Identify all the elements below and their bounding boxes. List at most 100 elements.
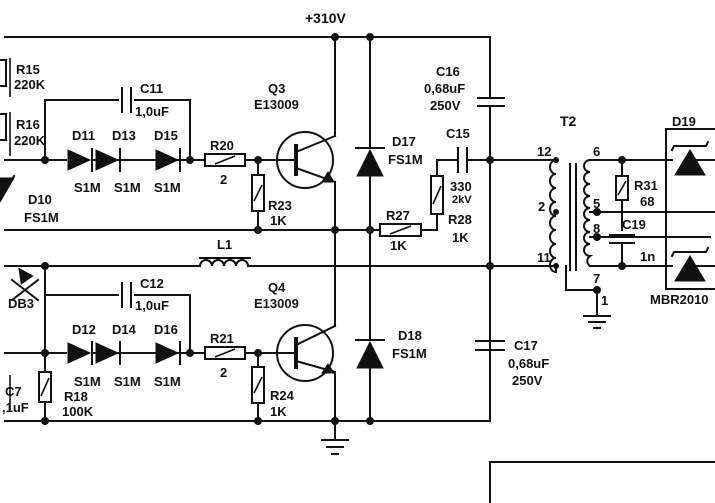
label-r27-value: 1K [390,238,407,253]
label-l1-ref: L1 [217,237,232,252]
label-d14-value: S1M [114,374,141,389]
label-d13-value: S1M [114,180,141,195]
label-d12-value: S1M [74,374,101,389]
capacitor-c16 [477,97,505,107]
label-c12-value: 1,0uF [135,298,169,313]
transistor-q4 [271,324,337,382]
capacitor-c11 [121,86,132,114]
label-t2-pin-12: 12 [537,144,551,159]
label-c7-ref: C7 [5,384,22,399]
label-r31-value: 68 [640,194,654,209]
label-r28-value: 1K [452,230,469,245]
label-d17-ref: D17 [392,134,416,149]
label-r24-ref: R24 [270,388,295,403]
diode-d17 [355,147,385,177]
label-r18-value: 100K [62,404,94,419]
label-r21-value: 2 [220,365,227,380]
resistor-r18 [38,371,52,403]
label-d13-ref: D13 [112,128,136,143]
supply-label: +310V [305,10,347,26]
label-db3-ref: DB3 [8,296,34,311]
capacitor-c12 [121,281,132,309]
resistor-r21 [204,346,246,360]
label-c15-value: 330 [450,179,472,194]
label-d17-value: FS1M [388,152,423,167]
label-c7-value: ,1uF [2,400,29,415]
label-d15-value: S1M [154,180,181,195]
diode-d10-partial [0,174,16,203]
label-r28-ref: R28 [448,212,472,227]
label-r23-ref: R23 [268,198,292,213]
resistor-r20 [204,153,246,167]
diode-d11 [67,148,93,172]
label-c17-voltage: 250V [512,373,543,388]
label-c12-ref: C12 [140,276,164,291]
capacitor-c17 [475,340,505,351]
label-r15-ref: R15 [16,62,40,77]
wires [4,36,715,503]
label-d11-value: S1M [74,180,101,195]
junction-dots [41,33,626,425]
label-q4-value: E13009 [254,296,299,311]
label-d12-ref: D12 [72,322,96,337]
ground-symbol-secondary [583,315,611,329]
label-q3-ref: Q3 [268,81,285,96]
label-d11-ref: D11 [72,128,95,143]
label-d16-value: S1M [154,374,181,389]
diac-db3 [4,265,46,302]
label-d18-ref: D18 [398,328,422,343]
label-d18-value: FS1M [392,346,427,361]
capacitor-c19 [609,234,635,244]
label-q3-value: E13009 [254,97,299,112]
diode-d18 [355,339,385,369]
label-r20-ref: R20 [210,138,234,153]
label-t2-pin-8: 8 [593,221,600,236]
transistor-q3 [271,131,337,189]
diode-d12 [67,341,93,365]
label-c11-value: 1,0uF [135,104,169,119]
label-d16-ref: D16 [154,322,178,337]
label-r16-value: 220K [14,133,46,148]
label-q4-ref: Q4 [268,280,286,295]
resistor-r31 [615,175,629,201]
label-c19-ref: C19 [622,217,646,232]
label-r18-ref: R18 [64,389,88,404]
ground-symbol-main [321,439,349,455]
label-d10-ref: D10 [28,192,52,207]
label-r23-value: 1K [270,213,287,228]
label-c17-value: 0,68uF [508,356,549,371]
resistor-r24 [251,366,265,404]
diode-d15 [119,148,187,172]
label-r15-value: 220K [14,77,46,92]
label-t2-pin-6: 6 [593,144,600,159]
label-t2-pin-5: 5 [593,196,600,211]
label-c16-voltage: 250V [430,98,461,113]
label-c16-ref: C16 [436,64,460,79]
label-d15-ref: D15 [154,128,178,143]
transformer-t2 [549,157,594,274]
label-c15-ref: C15 [446,126,470,141]
label-d10-value: FS1M [24,210,59,225]
label-c17-ref: C17 [514,338,538,353]
resistor-r23 [251,174,265,212]
label-c16-value: 0,68uF [424,81,465,96]
resistor-r28 [430,175,444,215]
diode-d16 [119,341,187,365]
label-d19-ref: D19 [672,114,696,129]
capacitor-c15 [457,146,468,174]
label-c15-voltage: 2kV [452,194,472,206]
label-t2-ref: T2 [560,113,577,129]
labels: +310V R15 220K R16 220K C11 1,0uF D11 S1… [2,10,709,419]
inductor-l1 [198,257,251,268]
label-r16-ref: R16 [16,117,40,132]
resistor-r16-partial [0,113,7,141]
label-r20-value: 2 [220,172,227,187]
label-t2-pin-11: 11 [537,250,551,265]
resistor-r27 [379,223,422,237]
resistor-r15-partial [0,59,7,87]
label-c11-ref: C11 [140,81,163,96]
label-r31-ref: R31 [634,178,658,193]
label-t2-pin-2: 2 [538,199,545,214]
